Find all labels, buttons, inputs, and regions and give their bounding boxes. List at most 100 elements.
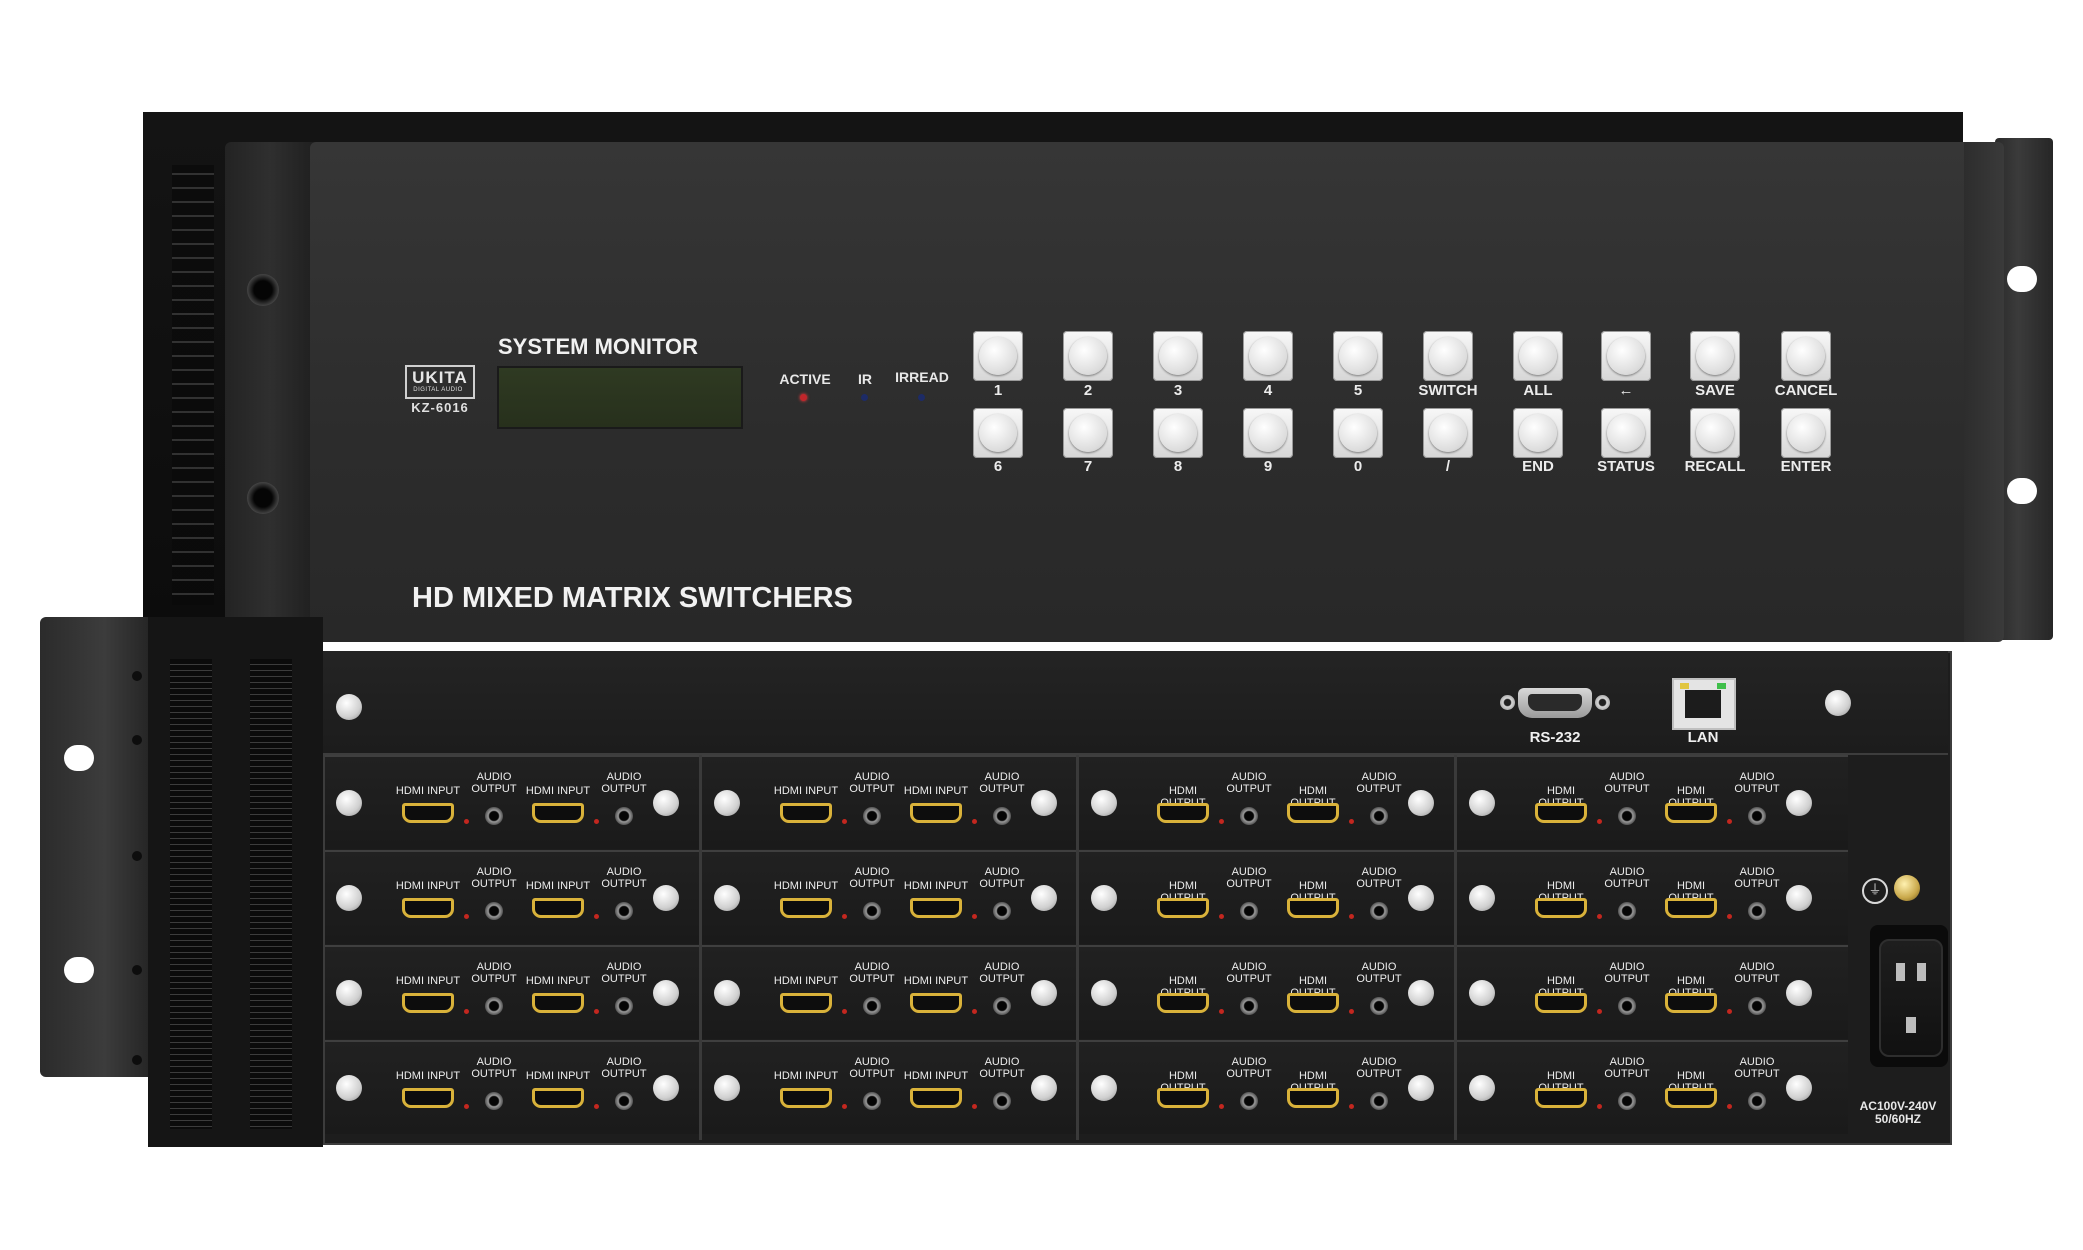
hdmi-port[interactable] <box>402 993 454 1013</box>
ground-terminal[interactable] <box>1894 875 1920 901</box>
hdmi-port[interactable] <box>910 898 962 918</box>
hdmi-port[interactable] <box>1287 993 1339 1013</box>
hdmi-port[interactable] <box>780 1088 832 1108</box>
audio-jack[interactable] <box>863 902 881 920</box>
keypad-button-2[interactable] <box>1153 331 1203 381</box>
hdmi-port[interactable] <box>780 993 832 1013</box>
power-inlet[interactable] <box>1870 925 1948 1067</box>
keypad-button-1[interactable] <box>1063 331 1113 381</box>
audio-jack[interactable] <box>993 997 1011 1015</box>
audio-jack[interactable] <box>615 997 633 1015</box>
keypad-button-9[interactable] <box>1781 331 1831 381</box>
audio-caption: AUDIO OUTPUT <box>1734 866 1780 890</box>
card-screw <box>1408 885 1434 911</box>
keypad-button-19[interactable] <box>1781 408 1831 458</box>
rs232-port[interactable] <box>1500 686 1610 720</box>
hdmi-port[interactable] <box>532 803 584 823</box>
hdmi-port[interactable] <box>1287 898 1339 918</box>
keypad-button-6[interactable] <box>1513 331 1563 381</box>
hdmi-port[interactable] <box>1535 803 1587 823</box>
hdmi-port[interactable] <box>1665 803 1717 823</box>
audio-jack[interactable] <box>1618 997 1636 1015</box>
keypad-button-16[interactable] <box>1513 408 1563 458</box>
hdmi-port[interactable] <box>1535 898 1587 918</box>
audio-jack[interactable] <box>485 902 503 920</box>
card-separator <box>1076 755 1079 1140</box>
audio-jack[interactable] <box>1240 902 1258 920</box>
audio-jack[interactable] <box>1748 1092 1766 1110</box>
card-screw <box>714 885 740 911</box>
audio-caption: AUDIO OUTPUT <box>1604 1056 1650 1080</box>
hdmi-port[interactable] <box>1665 1088 1717 1108</box>
audio-jack[interactable] <box>1748 807 1766 825</box>
audio-jack[interactable] <box>485 807 503 825</box>
hdmi-port[interactable] <box>1535 993 1587 1013</box>
hdmi-port[interactable] <box>910 1088 962 1108</box>
hdmi-port[interactable] <box>1157 898 1209 918</box>
audio-jack[interactable] <box>863 807 881 825</box>
audio-jack[interactable] <box>1240 807 1258 825</box>
audio-jack[interactable] <box>1618 807 1636 825</box>
audio-jack[interactable] <box>1748 997 1766 1015</box>
hdmi-port[interactable] <box>532 993 584 1013</box>
hdmi-port[interactable] <box>1665 993 1717 1013</box>
hdmi-port[interactable] <box>910 803 962 823</box>
hdmi-port[interactable] <box>1287 803 1339 823</box>
audio-jack[interactable] <box>863 1092 881 1110</box>
keypad-button-14[interactable] <box>1333 408 1383 458</box>
audio-jack[interactable] <box>993 1092 1011 1110</box>
audio-jack[interactable] <box>485 1092 503 1110</box>
keypad-button-12[interactable] <box>1153 408 1203 458</box>
audio-jack[interactable] <box>993 902 1011 920</box>
audio-jack[interactable] <box>1370 902 1388 920</box>
hdmi-port[interactable] <box>1157 1088 1209 1108</box>
keypad-button-17[interactable] <box>1601 408 1651 458</box>
audio-jack[interactable] <box>615 1092 633 1110</box>
audio-jack[interactable] <box>1240 997 1258 1015</box>
keypad-button-10[interactable] <box>973 408 1023 458</box>
hdmi-port[interactable] <box>1665 898 1717 918</box>
hdmi-port[interactable] <box>402 1088 454 1108</box>
hdmi-port[interactable] <box>402 803 454 823</box>
lan-port[interactable] <box>1672 678 1736 730</box>
keypad-button-11[interactable] <box>1063 408 1113 458</box>
audio-jack[interactable] <box>1748 902 1766 920</box>
keypad-button-8[interactable] <box>1690 331 1740 381</box>
keypad-button-5[interactable] <box>1423 331 1473 381</box>
hdmi-port[interactable] <box>1535 1088 1587 1108</box>
audio-jack[interactable] <box>615 902 633 920</box>
hdmi-port[interactable] <box>1287 1088 1339 1108</box>
hdmi-port[interactable] <box>1157 993 1209 1013</box>
keypad-button-4[interactable] <box>1333 331 1383 381</box>
audio-jack[interactable] <box>1370 997 1388 1015</box>
hdmi-port[interactable] <box>532 898 584 918</box>
hdmi-caption: HDMI INPUT <box>395 880 461 892</box>
hdmi-port[interactable] <box>402 898 454 918</box>
hdmi-port[interactable] <box>780 898 832 918</box>
keypad-button-15[interactable] <box>1423 408 1473 458</box>
hdmi-port[interactable] <box>780 803 832 823</box>
keypad-button-13[interactable] <box>1243 408 1293 458</box>
status-led <box>1597 1104 1602 1109</box>
audio-jack[interactable] <box>1240 1092 1258 1110</box>
keypad-button-7[interactable] <box>1601 331 1651 381</box>
audio-jack[interactable] <box>1370 1092 1388 1110</box>
audio-jack[interactable] <box>1618 902 1636 920</box>
audio-jack[interactable] <box>1370 807 1388 825</box>
hdmi-port[interactable] <box>532 1088 584 1108</box>
audio-caption: AUDIO OUTPUT <box>471 771 517 795</box>
hdmi-port[interactable] <box>1157 803 1209 823</box>
hdmi-caption: HDMI INPUT <box>903 880 969 892</box>
keypad-button-18[interactable] <box>1690 408 1740 458</box>
status-led <box>1597 914 1602 919</box>
audio-jack[interactable] <box>615 807 633 825</box>
hdmi-caption: HDMI INPUT <box>395 1070 461 1082</box>
audio-jack[interactable] <box>1618 1092 1636 1110</box>
audio-jack[interactable] <box>485 997 503 1015</box>
audio-jack[interactable] <box>863 997 881 1015</box>
keypad-button-3[interactable] <box>1243 331 1293 381</box>
hdmi-port[interactable] <box>910 993 962 1013</box>
audio-jack[interactable] <box>993 807 1011 825</box>
keypad-button-0[interactable] <box>973 331 1023 381</box>
audio-caption: AUDIO OUTPUT <box>979 1056 1025 1080</box>
